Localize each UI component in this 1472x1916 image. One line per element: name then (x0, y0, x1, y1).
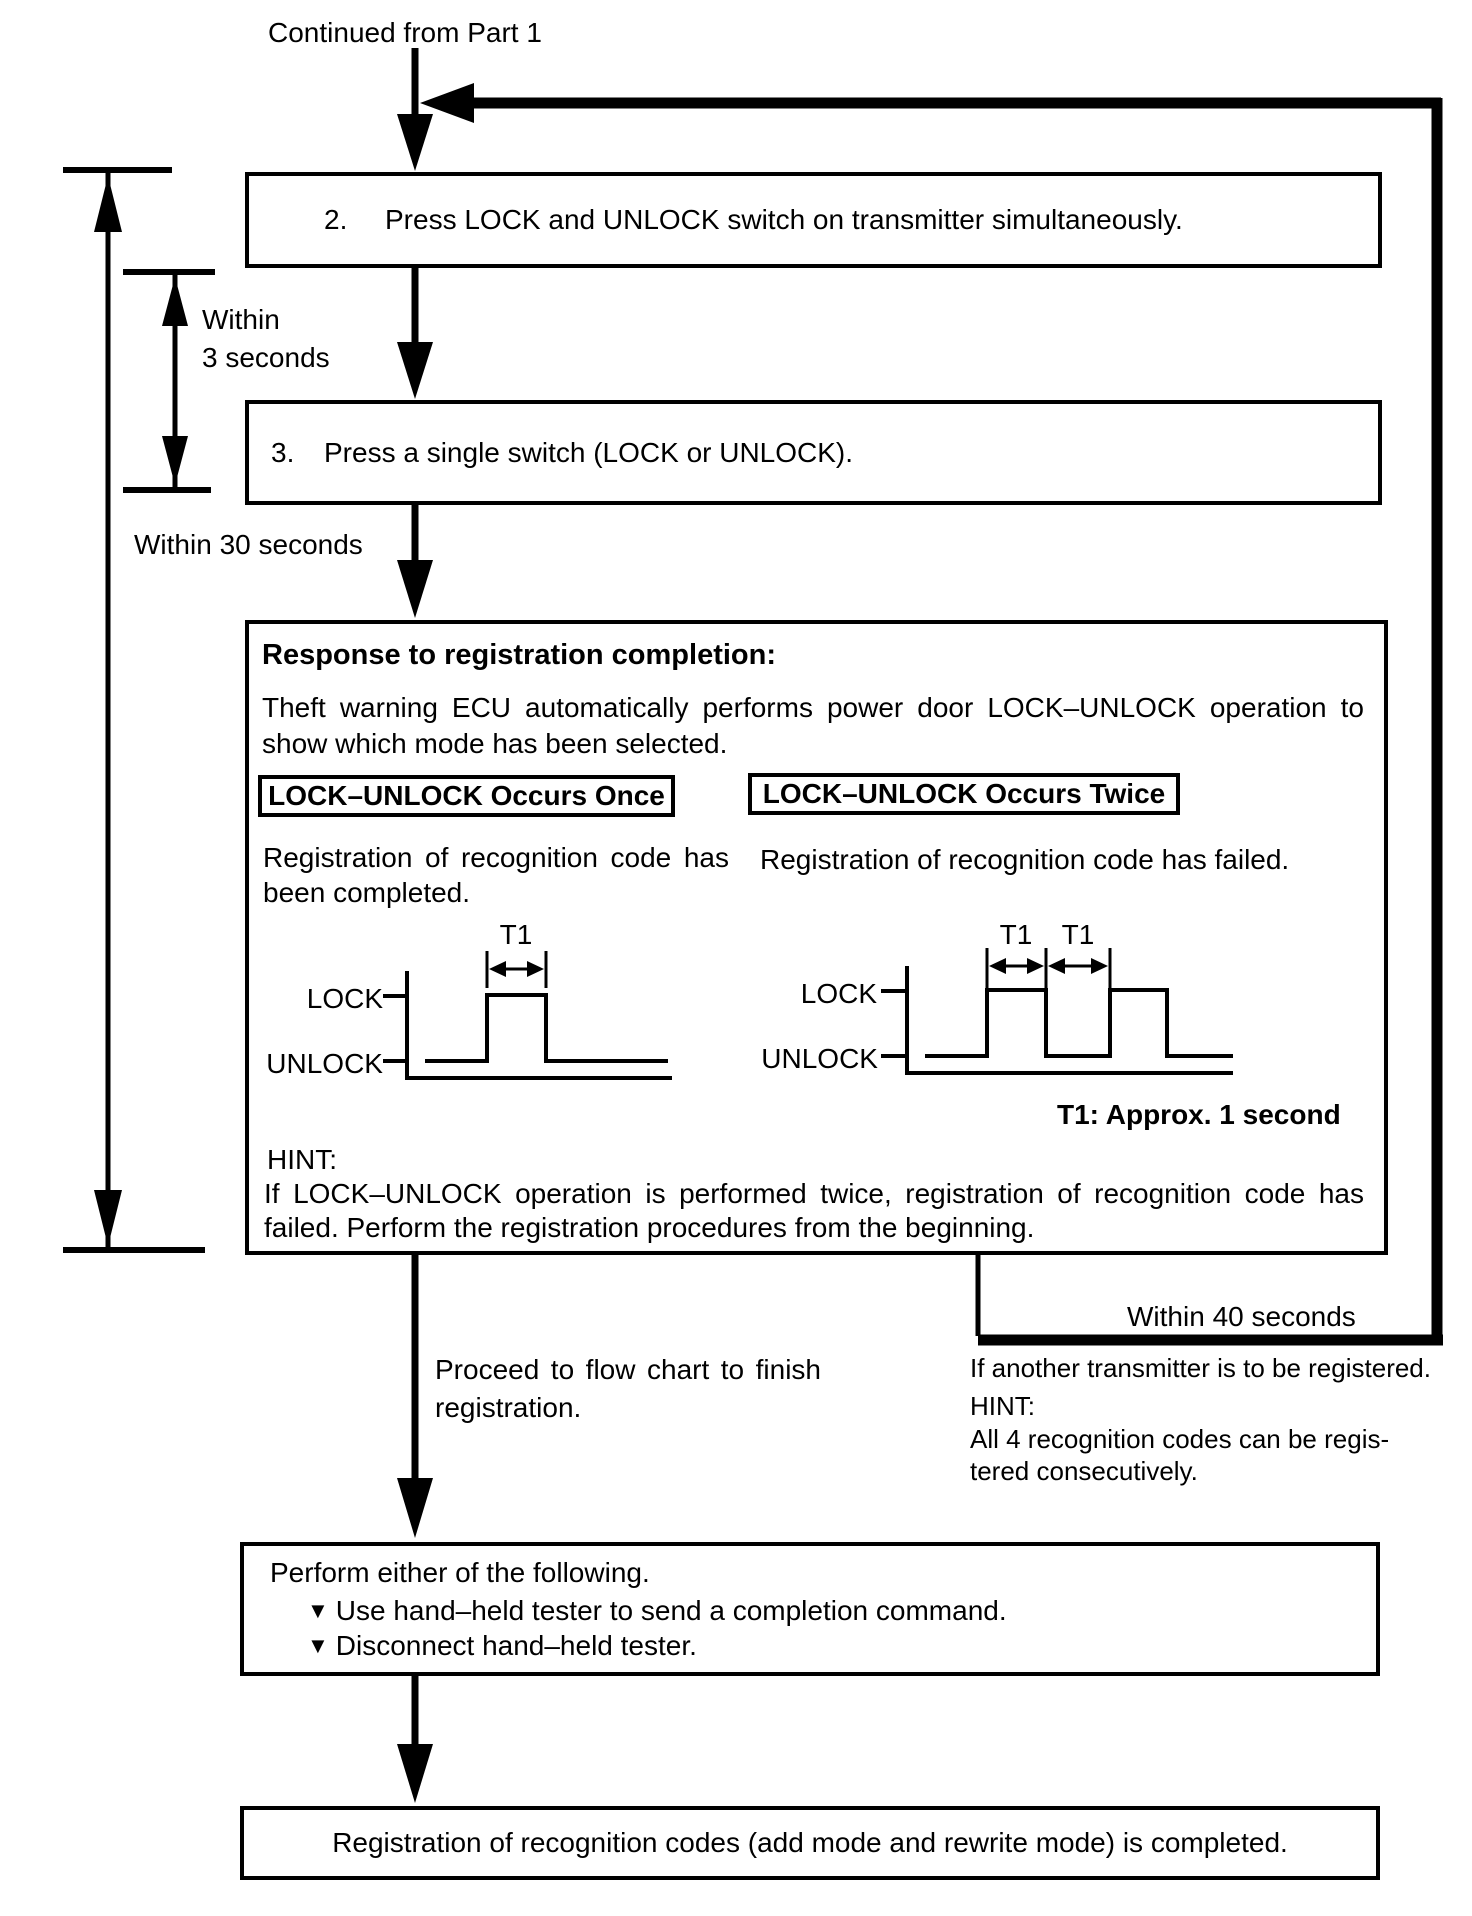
occurs-once-desc-line2: been completed. (263, 877, 471, 908)
lock-label-once: LOCK (306, 983, 383, 1014)
completed-text: Registration of recognition codes (add m… (332, 1827, 1288, 1858)
proceed-text-line2: registration. (435, 1392, 582, 1423)
step2-box: 2. Press LOCK and UNLOCK switch on trans… (245, 172, 1382, 268)
perform-item-1: ▼ Use hand–held tester to send a complet… (307, 1594, 1007, 1628)
occurs-once-desc-line1: Registration of recognition code has (263, 842, 729, 873)
t1-approx-note: T1: Approx. 1 second (1057, 1099, 1341, 1130)
response-hint-line1: If LOCK–UNLOCK operation is performed tw… (264, 1178, 1364, 1209)
waveform-once (383, 951, 672, 1080)
feedback-loop-line (420, 83, 1443, 1346)
occurs-once-label-box: LOCK–UNLOCK Occurs Once (258, 775, 675, 817)
occurs-once-label: LOCK–UNLOCK Occurs Once (268, 780, 665, 811)
within-3-seconds-label-line2: 3 seconds (202, 342, 330, 373)
main-flow-arrows (397, 48, 433, 1803)
response-body-line2: show which mode has been selected. (262, 728, 728, 759)
response-title: Response to registration completion: (262, 639, 776, 671)
waveform-twice (881, 948, 1233, 1075)
t1-label-twice-1: T1 (999, 919, 1033, 950)
occurs-twice-label-box: LOCK–UNLOCK Occurs Twice (748, 773, 1180, 815)
within-40-seconds-label: Within 40 seconds (1127, 1301, 1356, 1332)
another-transmitter-text: If another transmitter is to be register… (970, 1353, 1431, 1383)
proceed-text-line1: Proceed to flow chart to finish (435, 1354, 821, 1385)
continued-from-label: Continued from Part 1 (268, 17, 542, 48)
branch-hint-label: HINT: (970, 1391, 1035, 1421)
within-3-seconds-label-line1: Within (202, 304, 280, 335)
step3-text: Press a single switch (LOCK or UNLOCK). (324, 436, 854, 468)
perform-title: Perform either of the following. (270, 1557, 650, 1588)
lock-label-twice: LOCK (800, 978, 877, 1009)
t1-label-once: T1 (499, 919, 533, 950)
unlock-label-once: UNLOCK (266, 1048, 383, 1079)
response-box (245, 620, 1388, 1255)
step2-number: 2. (324, 204, 348, 235)
response-body-line1: Theft warning ECU automatically performs… (262, 692, 1364, 723)
within-30-seconds-label: Within 30 seconds (134, 529, 363, 560)
completed-box: Registration of recognition codes (add m… (240, 1806, 1380, 1880)
perform-item-2: ▼ Disconnect hand–held tester. (307, 1629, 697, 1663)
occurs-twice-label: LOCK–UNLOCK Occurs Twice (762, 778, 1166, 809)
down-triangle-icon: ▼ (307, 1633, 329, 1658)
branch-hint-line1: All 4 recognition codes can be regis- (970, 1424, 1390, 1454)
branch-hint-line2: tered consecutively. (970, 1456, 1198, 1486)
step3-box: 3. Press a single switch (LOCK or UNLOCK… (245, 400, 1382, 505)
occurs-twice-desc: Registration of recognition code has fai… (760, 844, 1290, 875)
perform-box (240, 1542, 1380, 1676)
down-triangle-icon: ▼ (307, 1598, 329, 1623)
response-hint-label: HINT: (267, 1144, 337, 1175)
unlock-label-twice: UNLOCK (761, 1043, 878, 1074)
within-3-seconds-bracket (123, 269, 215, 493)
perform-item-1-text: Use hand–held tester to send a completio… (335, 1595, 1007, 1626)
step2-text: Press LOCK and UNLOCK switch on transmit… (385, 204, 1183, 235)
step3-number: 3. (271, 436, 295, 468)
t1-label-twice-2: T1 (1061, 919, 1095, 950)
perform-item-2-text: Disconnect hand–held tester. (335, 1630, 697, 1661)
response-hint-line2: failed. Perform the registration procedu… (264, 1212, 1035, 1243)
within-30-seconds-bracket (63, 167, 205, 1253)
